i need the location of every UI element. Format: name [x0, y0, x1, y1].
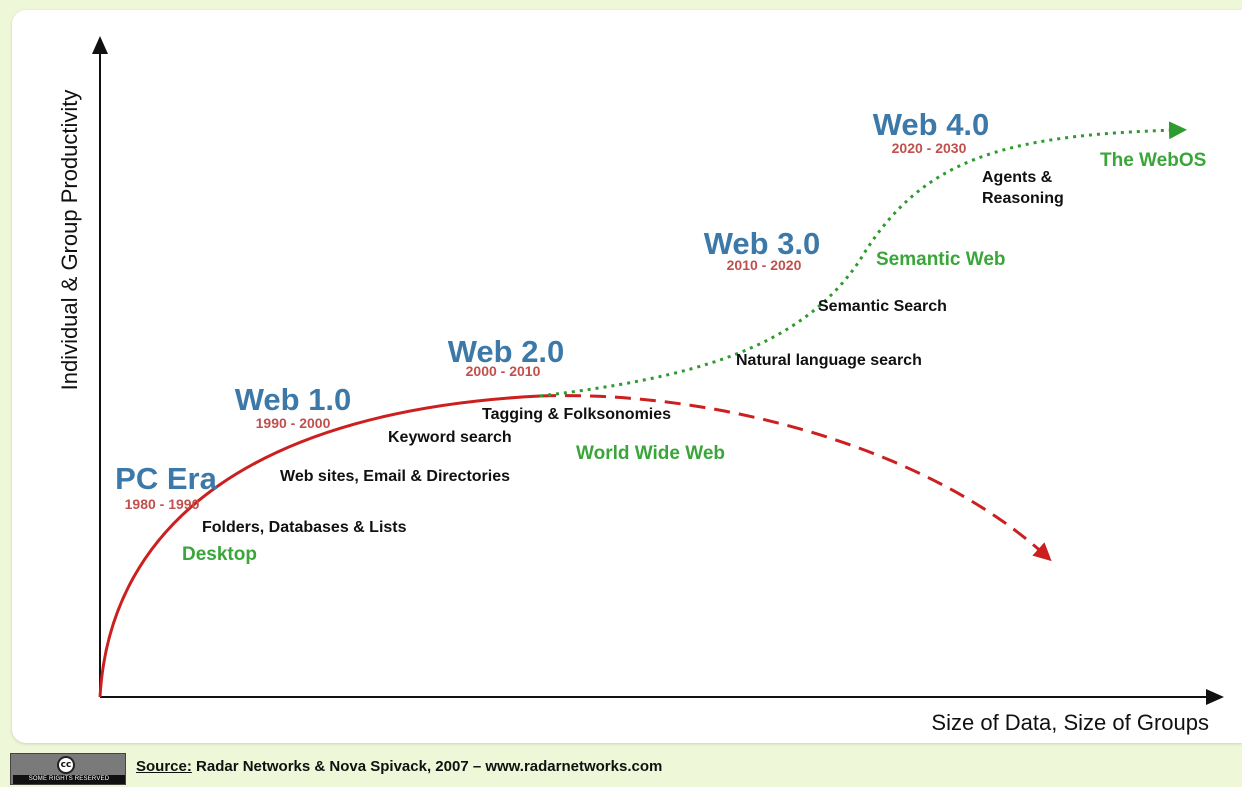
tech-semantic-search: Semantic Search: [818, 298, 947, 315]
footer: cc SOME RIGHTS RESERVED Source: Radar Ne…: [0, 745, 1242, 787]
era-title-web1: Web 1.0: [235, 382, 352, 417]
diagram-panel: [12, 10, 1242, 743]
era-title-web3: Web 3.0: [704, 226, 821, 261]
category-world-wide-web: World Wide Web: [576, 443, 725, 464]
source-text: Radar Networks & Nova Spivack, 2007 – ww…: [191, 758, 663, 775]
era-years-pc: 1980 - 1990: [125, 496, 200, 512]
tech-agents-reasoning-line-2: Reasoning: [982, 190, 1064, 207]
era-years-web4: 2020 - 2030: [892, 140, 967, 156]
x-axis-label: Size of Data, Size of Groups: [931, 710, 1209, 735]
tech-keyword-search: Keyword search: [388, 429, 512, 446]
era-title-pc: PC Era: [115, 461, 217, 496]
source-credit: Source: Radar Networks & Nova Spivack, 2…: [136, 758, 662, 775]
category-semantic-web: Semantic Web: [876, 249, 1006, 270]
category-desktop: Desktop: [182, 544, 257, 565]
tech-tagging-folksonomies: Tagging & Folksonomies: [482, 406, 671, 423]
tech-agents-reasoning-line-1: Agents &: [982, 169, 1053, 186]
era-title-web2: Web 2.0: [448, 334, 565, 369]
tech-folders-databases-lists: Folders, Databases & Lists: [202, 519, 407, 536]
era-years-web1: 1990 - 2000: [256, 415, 331, 431]
www-dashed-curve: [539, 394, 1052, 562]
y-axis-label: Individual & Group Productivity: [57, 90, 82, 391]
cc-icon: cc: [57, 756, 75, 774]
era-years-web2: 2000 - 2010: [466, 363, 541, 379]
cc-rights-text: SOME RIGHTS RESERVED: [13, 775, 125, 784]
era-years-web3: 2010 - 2020: [727, 257, 802, 273]
pc-web-solid-curve: [98, 394, 541, 698]
category-webos: The WebOS: [1100, 150, 1206, 171]
tech-agents-reasoning: Agents & Reasoning: [982, 169, 1064, 207]
tech-natural-language-search: Natural language search: [736, 352, 922, 369]
tech-websites-email-directories: Web sites, Email & Directories: [280, 468, 510, 485]
source-label: Source:: [136, 758, 192, 775]
semantic-dotted-curve: [539, 121, 1187, 398]
era-title-web4: Web 4.0: [873, 107, 990, 142]
creative-commons-badge[interactable]: cc SOME RIGHTS RESERVED: [10, 753, 126, 785]
